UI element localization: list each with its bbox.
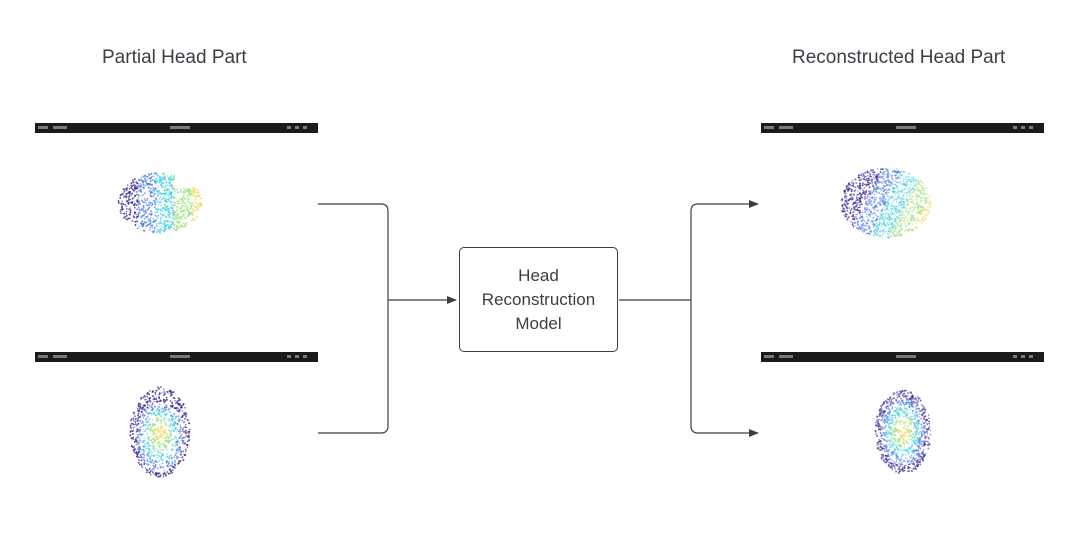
reconstructed-head-view-bottom (761, 352, 1044, 497)
viewer-toolbar (761, 352, 1044, 362)
reconstructed-point-cloud (840, 167, 932, 239)
model-label: Head Reconstruction Model (481, 265, 596, 333)
connector-input-top (318, 203, 389, 300)
output-title: Reconstructed Head Part (792, 47, 1006, 68)
reconstructed-head-view-top (761, 123, 1044, 268)
viewer-toolbar (761, 123, 1044, 133)
connector-input-bottom (318, 300, 389, 434)
partial-point-cloud (129, 386, 191, 478)
connector-output-top (690, 200, 759, 300)
partial-head-view-top (35, 123, 318, 268)
viewer-toolbar (35, 352, 318, 362)
connector-output-bottom (690, 300, 759, 437)
head-reconstruction-model-box: Head Reconstruction Model (459, 247, 618, 352)
partial-point-cloud (117, 172, 203, 234)
input-title: Partial Head Part (102, 47, 247, 68)
reconstructed-point-cloud (874, 389, 932, 475)
viewer-toolbar (35, 123, 318, 133)
partial-head-view-bottom (35, 352, 318, 497)
